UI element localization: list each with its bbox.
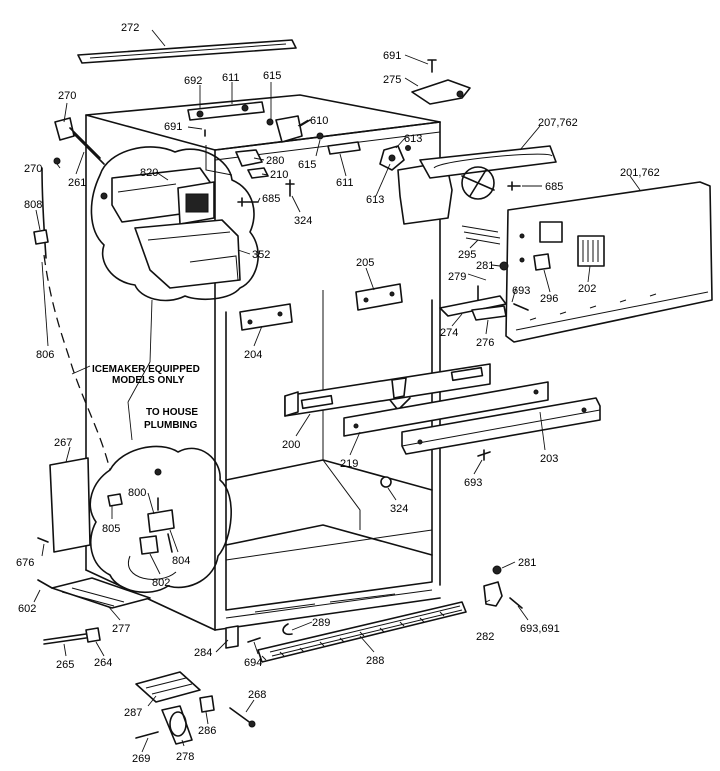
- callout-279: 279: [448, 271, 466, 283]
- callout-693-b: 693: [464, 477, 482, 489]
- callout-613-b: 613: [366, 194, 384, 206]
- callout-281-b: 281: [518, 557, 536, 569]
- callout-268: 268: [248, 689, 266, 701]
- callout-280: 280: [266, 155, 284, 167]
- callout-693: 693: [512, 285, 530, 297]
- leader-lines: [33, 29, 641, 753]
- callout-286: 286: [198, 725, 216, 737]
- bottom-clips: [225, 623, 293, 649]
- callout-205: 205: [356, 257, 374, 269]
- callout-692: 692: [184, 75, 202, 87]
- callout-324-b: 324: [390, 503, 408, 515]
- fan-motor-assembly-207: [379, 145, 557, 225]
- callout-274: 274: [440, 327, 458, 339]
- callout-611-b: 611: [336, 177, 354, 189]
- callout-691-b: 691: [164, 121, 182, 133]
- callout-277: 277: [112, 623, 130, 635]
- callout-805: 805: [102, 523, 120, 535]
- top-hinge-275: [411, 59, 471, 105]
- callout-324: 324: [294, 215, 312, 227]
- hinge-and-wiring-parts: [439, 225, 529, 321]
- top-small-parts: [187, 101, 361, 207]
- callout-602: 602: [18, 603, 36, 615]
- kick-plate-288: [257, 601, 467, 663]
- plumbing-note-line1: TO HOUSE: [146, 407, 198, 418]
- refrigerator-cabinet: [85, 94, 441, 631]
- water-fill-tube-270: [53, 117, 105, 165]
- callout-276: 276: [476, 337, 494, 349]
- callout-282: 282: [476, 631, 494, 643]
- callout-352: 352: [252, 249, 270, 261]
- callout-685-b: 685: [262, 193, 280, 205]
- callout-676: 676: [16, 557, 34, 569]
- callout-685: 685: [545, 181, 563, 193]
- callout-296: 296: [540, 293, 558, 305]
- plumbing-note-line2: PLUMBING: [144, 420, 198, 431]
- water-valve-area: [89, 445, 232, 594]
- icemaker-note-line1: ICEMAKER EQUIPPED: [92, 364, 200, 375]
- callout-265: 265: [56, 659, 74, 671]
- callout-281: 281: [476, 260, 494, 272]
- water-line-806: [41, 167, 111, 471]
- callout-694: 694: [244, 657, 262, 669]
- bracket-205: [355, 283, 403, 311]
- icemaker-assembly-area: [90, 146, 259, 302]
- callout-289: 289: [312, 617, 330, 629]
- callout-615: 615: [263, 70, 281, 82]
- callout-203: 203: [540, 453, 558, 465]
- callout-269: 269: [132, 753, 150, 765]
- callout-613: 613: [404, 133, 422, 145]
- callout-270: 270: [58, 90, 76, 102]
- rail-219: [343, 381, 549, 437]
- callout-267: 267: [54, 437, 72, 449]
- rear-panel-201: [505, 181, 713, 343]
- top-trim-strip-272: [77, 39, 297, 64]
- notes: ICEMAKER EQUIPPED MODELS ONLY TO HOUSE P…: [92, 364, 200, 431]
- mid-screws: [380, 449, 491, 488]
- callout-202: 202: [578, 283, 596, 295]
- fitting-808: [33, 229, 49, 245]
- callout-270-b: 270: [24, 163, 42, 175]
- leveling-leg-265: [43, 627, 101, 645]
- roller-parts: [135, 671, 256, 745]
- callout-691: 691: [383, 50, 401, 62]
- callout-288: 288: [366, 655, 384, 667]
- callout-204: 204: [244, 349, 262, 361]
- callout-272: 272: [121, 22, 139, 34]
- base-rail-277: [37, 577, 151, 609]
- callout-611: 611: [222, 72, 240, 84]
- callout-802: 802: [152, 577, 170, 589]
- callout-261: 261: [68, 177, 86, 189]
- mullion-200: [284, 363, 491, 417]
- callout-804: 804: [172, 555, 190, 567]
- callout-693-691: 693,691: [520, 623, 560, 635]
- callout-201-762: 201,762: [620, 167, 660, 179]
- callout-800: 800: [128, 487, 146, 499]
- side-panel-267: [37, 457, 91, 553]
- callout-287: 287: [124, 707, 142, 719]
- callout-820: 820: [140, 167, 158, 179]
- callout-275: 275: [383, 74, 401, 86]
- rail-203: [401, 397, 601, 455]
- callout-278: 278: [176, 751, 194, 763]
- bottom-hinge-282: [483, 565, 523, 609]
- callout-200: 200: [282, 439, 300, 451]
- callout-295: 295: [458, 249, 476, 261]
- callout-284: 284: [194, 647, 212, 659]
- callout-219: 219: [340, 458, 358, 470]
- callout-610: 610: [310, 115, 328, 127]
- callout-615-b: 615: [298, 159, 316, 171]
- callout-264: 264: [94, 657, 112, 669]
- callout-labels: 272 691 275 270 692 611 615 691 610 613 …: [16, 22, 660, 765]
- callout-207-762: 207,762: [538, 117, 578, 129]
- icemaker-note-line2: MODELS ONLY: [112, 375, 185, 386]
- bracket-204: [239, 303, 293, 331]
- callout-210: 210: [270, 169, 288, 181]
- callout-808: 808: [24, 199, 42, 211]
- callout-806: 806: [36, 349, 54, 361]
